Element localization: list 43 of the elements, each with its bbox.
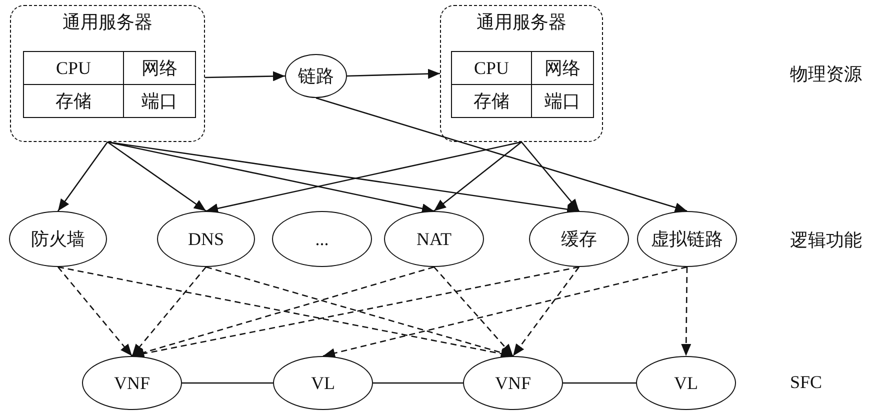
arrow — [346, 68, 440, 79]
table-cell: 网络 — [123, 51, 196, 85]
process-ellipse: DNS — [157, 211, 255, 267]
process-ellipse: 虚拟链路 — [637, 211, 737, 267]
arrow — [434, 141, 522, 212]
server-title: 通用服务器 — [62, 12, 152, 33]
process-ellipse: VNF — [82, 356, 182, 410]
arrow — [204, 71, 286, 82]
table-cell: 端口 — [531, 84, 594, 118]
connector-line — [182, 382, 273, 384]
process-ellipse: 链路 — [285, 54, 347, 98]
table-cell: 存储 — [451, 84, 532, 118]
process-ellipse: 缓存 — [529, 211, 629, 267]
process-ellipse: 防火墙 — [9, 211, 107, 267]
process-ellipse: ... — [272, 211, 372, 267]
dashed-arrow — [322, 266, 688, 358]
process-ellipse: NAT — [384, 211, 484, 267]
server-group-box — [10, 5, 205, 142]
server-group-box — [440, 5, 603, 142]
layer-label: 物理资源 — [790, 63, 862, 86]
arrow — [206, 141, 522, 214]
dashed-arrow — [132, 266, 206, 356]
server-title: 通用服务器 — [476, 12, 566, 33]
arrow — [57, 142, 108, 212]
arrow — [316, 97, 688, 212]
process-ellipse: VNF — [463, 356, 563, 410]
table-cell: 存储 — [23, 84, 124, 118]
dashed-arrow — [58, 266, 132, 356]
dashed-arrow — [434, 266, 514, 356]
process-ellipse: VL — [273, 356, 373, 410]
table-cell: CPU — [451, 51, 532, 85]
dashed-arrow — [681, 267, 692, 356]
arrow — [521, 142, 580, 212]
layer-label: 逻辑功能 — [790, 229, 862, 252]
table-cell: CPU — [23, 51, 124, 85]
connector-line — [563, 382, 636, 384]
table-cell: 网络 — [531, 51, 594, 85]
process-ellipse: VL — [636, 356, 736, 410]
table-cell: 端口 — [123, 84, 196, 118]
dashed-arrow — [512, 266, 580, 356]
layer-label: SFC — [790, 372, 822, 393]
connector-line — [373, 382, 463, 384]
arrow — [107, 141, 206, 212]
